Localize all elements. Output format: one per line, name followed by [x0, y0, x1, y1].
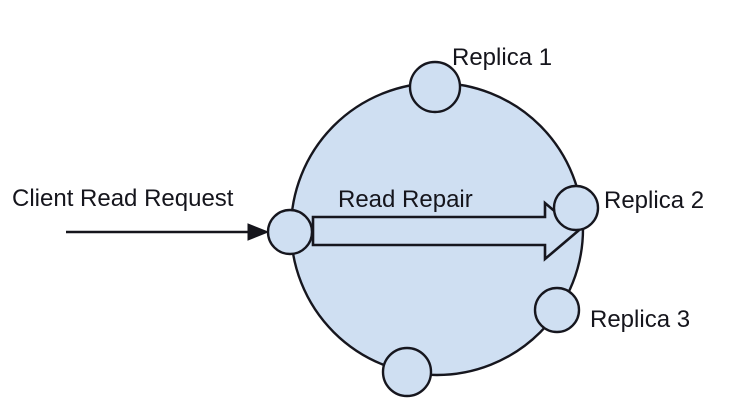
node-replica-2[interactable]: [552, 184, 600, 232]
node-coordinator[interactable]: [266, 208, 314, 256]
replica-3-label: Replica 3: [590, 306, 690, 333]
client-request-arrow-head: [247, 223, 270, 241]
replica-2-label: Replica 2: [604, 187, 704, 214]
read-repair-label: Read Repair: [338, 186, 473, 213]
node-replica-1[interactable]: [408, 60, 462, 114]
node-replica-3[interactable]: [533, 286, 581, 334]
read-repair-arrow: [311, 200, 581, 262]
replica-1-label: Replica 1: [452, 44, 552, 71]
node-bottom-replica[interactable]: [381, 346, 433, 398]
client-read-request-label: Client Read Request: [12, 185, 234, 212]
